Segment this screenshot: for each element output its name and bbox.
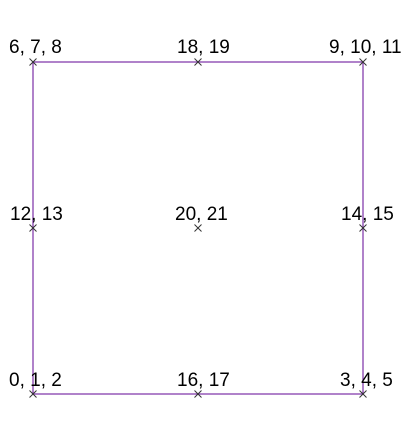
node-marker-top-right — [359, 58, 367, 66]
node-label-top-right: 9, 10, 11 — [329, 37, 402, 58]
node-label-bottom-right: 3, 4, 5 — [340, 370, 393, 391]
node-label-top-left: 6, 7, 8 — [9, 37, 62, 58]
node-marker-mid-left — [29, 224, 37, 232]
node-marker-top-left — [29, 58, 37, 66]
node-marker-bottom-left — [29, 390, 37, 398]
node-label-top-center: 18, 19 — [177, 37, 230, 58]
node-marker-top-center — [194, 58, 202, 66]
node-label-center: 20, 21 — [175, 204, 228, 225]
node-label-mid-left: 12, 13 — [10, 204, 63, 225]
node-marker-center — [194, 224, 202, 232]
node-label-mid-right: 14, 15 — [341, 204, 394, 225]
node-markers — [29, 58, 367, 398]
node-labels: 0, 1, 2 16, 17 3, 4, 5 12, 13 20, 21 14, 15 6,… — [9, 37, 402, 391]
node-label-bottom-left: 0, 1, 2 — [9, 370, 62, 391]
node-marker-mid-right — [359, 224, 367, 232]
node-marker-bottom-right — [359, 390, 367, 398]
node-label-bottom-center: 16, 17 — [177, 370, 230, 391]
node-marker-bottom-center — [194, 390, 202, 398]
